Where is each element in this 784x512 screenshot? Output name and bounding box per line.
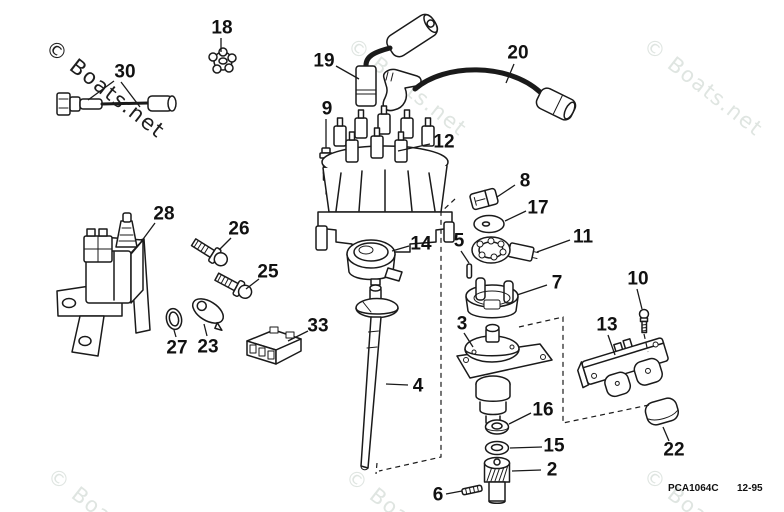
part-15-washer-drawing	[484, 440, 510, 456]
part-number-label-14: 14	[410, 234, 432, 255]
part-number-label-4: 4	[413, 376, 424, 397]
part-20-plug-lead-drawing	[382, 67, 577, 121]
part-19-plug-lead-drawing	[355, 13, 439, 107]
part-18-retainer-clip-drawing	[208, 47, 237, 74]
leader-line-part-17	[504, 210, 527, 222]
leader-line-part-30	[87, 80, 115, 101]
part-30-sensor-lead-drawing	[56, 92, 177, 116]
leader-line-part-11	[536, 239, 571, 253]
leader-line-part-27	[173, 329, 177, 338]
part-number-label-17: 17	[527, 198, 548, 219]
part-7-base-cup-drawing	[465, 277, 519, 319]
part-26-bolt-drawing	[190, 238, 229, 267]
leader-line-part-8	[496, 184, 516, 198]
part-number-label-16: 16	[532, 400, 553, 421]
part-33-connector-drawing	[246, 326, 302, 365]
part-10-screw-drawing	[638, 308, 650, 334]
leader-line-part-6	[445, 490, 463, 495]
part-13-ignition-module-drawing	[577, 337, 669, 398]
boats-net-watermark-1: © Boats.net	[41, 35, 170, 143]
part-number-label-26: 26	[228, 219, 249, 240]
part-23-bracket-drawing	[191, 298, 225, 332]
part-27-seal-drawing	[165, 307, 183, 331]
part-number-label-30: 30	[114, 62, 135, 83]
part-number-label-12: 12	[433, 132, 454, 153]
leader-line-part-22	[662, 426, 670, 442]
part-25-bolt-drawing	[214, 272, 253, 300]
leader-line-part-33	[287, 330, 309, 342]
leader-line-part-2	[511, 469, 542, 472]
part-14-rotor-drawing	[346, 239, 403, 286]
part-6-pin-drawing	[461, 484, 483, 496]
leader-line-part-10	[636, 288, 643, 310]
part-16-washer-drawing	[484, 419, 510, 435]
part-number-label-11: 11	[573, 227, 594, 248]
part-number-label-8: 8	[520, 171, 531, 192]
part-number-label-27: 27	[166, 338, 187, 359]
leader-line-part-12	[397, 143, 431, 152]
leader-line-part-20	[505, 63, 515, 84]
part-number-label-18: 18	[211, 18, 232, 39]
leader-line-part-13	[607, 334, 616, 356]
leader-line-part-25	[245, 278, 260, 290]
leader-line-part-16	[508, 412, 532, 425]
parts-layer	[56, 13, 680, 504]
diagram-revision: 12-95	[737, 483, 763, 494]
leader-line-part-15	[509, 446, 543, 449]
part-number-label-10: 10	[627, 269, 648, 290]
part-number-label-15: 15	[543, 436, 565, 457]
part-number-label-25: 25	[257, 262, 279, 283]
leader-line-part-30	[120, 81, 141, 108]
part-2-drive-gear-drawing	[483, 456, 511, 504]
part-22-pad-drawing	[644, 397, 680, 426]
part-number-label-6: 6	[433, 485, 444, 506]
leader-line-part-5	[460, 250, 470, 264]
leader-line-part-3	[463, 332, 474, 348]
part-number-label-28: 28	[153, 204, 174, 225]
boats-net-watermark-3: © Boats.net	[639, 33, 768, 141]
leader-line-part-7	[516, 284, 548, 296]
leader-line-part-19	[335, 65, 360, 80]
part-12-distributor-cap-drawing	[315, 105, 455, 253]
leader-line-part-14	[391, 245, 410, 252]
part-number-label-5: 5	[454, 231, 465, 252]
part-8-clip-drawing	[469, 187, 499, 211]
part-number-label-13: 13	[596, 315, 617, 336]
part-3-base-assembly-drawing	[456, 323, 553, 427]
part-number-label-19: 19	[313, 51, 334, 72]
part-number-label-33: 33	[307, 316, 328, 337]
part-number-label-23: 23	[197, 337, 218, 358]
part-number-label-20: 20	[507, 43, 528, 64]
part-28-ignition-coil-drawing	[56, 212, 151, 357]
part-number-label-9: 9	[322, 99, 333, 120]
leader-line-part-4	[385, 383, 409, 386]
leader-line-part-26	[218, 237, 232, 251]
part-number-label-2: 2	[547, 460, 558, 481]
part-number-label-3: 3	[457, 314, 468, 335]
diagram-code: PCA1064C	[668, 483, 719, 494]
part-5-pin-drawing	[466, 263, 473, 279]
part-17-washer-drawing	[473, 214, 505, 234]
part-number-label-22: 22	[663, 440, 684, 461]
boats-net-watermark-4: © Boats.net	[43, 463, 172, 512]
part-4-shaft-drawing	[355, 284, 399, 471]
leader-line-part-28	[137, 222, 156, 247]
part-11-pickup-ring-drawing	[471, 236, 539, 264]
part-number-label-7: 7	[552, 273, 563, 294]
boats-net-watermark-5: © Boats.net	[341, 464, 470, 512]
alignment-dash-lines	[375, 198, 650, 475]
leader-line-part-23	[203, 323, 208, 337]
